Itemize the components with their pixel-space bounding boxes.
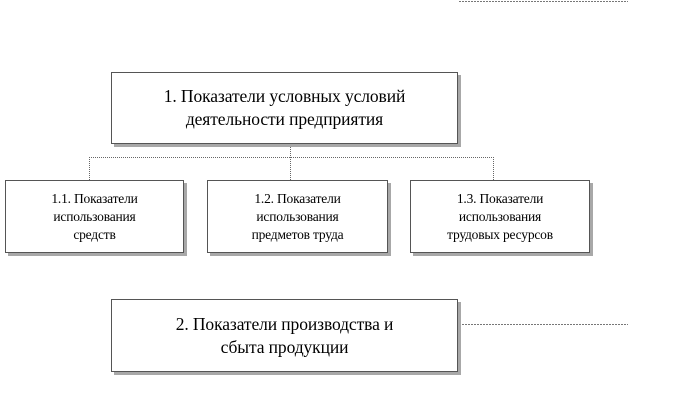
node-1-1-label: 1.1. Показатели использования средств [51,190,138,242]
node-1-2-labor-objects-usage: 1.2. Показатели использования предметов … [207,180,388,253]
node-2-label: 2. Показатели производства и сбыта проду… [175,313,394,357]
node-1-3-labor-resources-usage: 1.3. Показатели использования трудовых р… [410,180,590,253]
node-1-2-label: 1.2. Показатели использования предметов … [251,190,344,242]
node-1-3-label: 1.3. Показатели использования трудовых р… [447,190,553,242]
node-1-1-means-usage: 1.1. Показатели использования средств [5,180,184,253]
node-1-label: 1. Показатели условных условий деятельно… [163,86,406,129]
node-1-conditions-indicators: 1. Показатели условных условий деятельно… [111,72,458,144]
node-2-production-sales-indicators: 2. Показатели производства и сбыта проду… [111,299,458,372]
